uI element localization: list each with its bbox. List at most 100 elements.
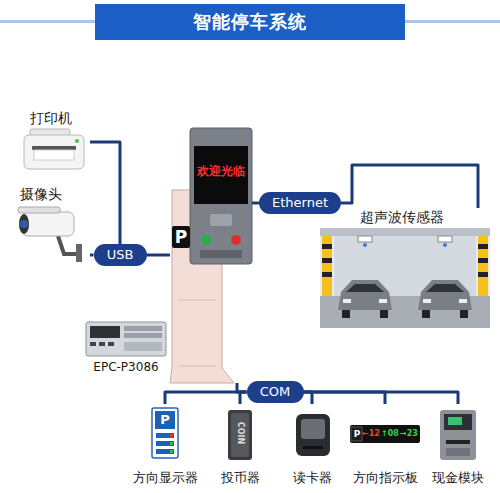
industrial-pc	[124, 333, 162, 338]
industrial-pc	[124, 326, 162, 331]
card-reader-icon	[303, 446, 323, 449]
garage-scene	[346, 284, 384, 292]
parking-kiosk	[210, 214, 232, 226]
connector	[304, 392, 313, 404]
cash-module-icon	[446, 448, 470, 456]
printer-icon	[24, 129, 84, 169]
node-label: EPC-P3086	[82, 360, 170, 374]
garage-scene	[418, 280, 472, 310]
coin-acceptor-icon	[228, 410, 252, 460]
connector	[90, 254, 94, 257]
device-node: 方向显示器 P	[131, 404, 199, 488]
node-label: 欢迎光临	[194, 164, 248, 178]
device-node: 方向指示板P←12↑08→23	[348, 404, 422, 488]
coin-acceptor-icon	[231, 413, 249, 457]
node-label: 超声波传感器	[360, 209, 452, 226]
interface-label: COM	[247, 381, 304, 403]
title-band	[95, 4, 405, 40]
direction-display-icon	[152, 408, 178, 458]
direction-display-icon	[156, 449, 174, 454]
garage-scene	[320, 228, 490, 328]
node-label: 投币器	[206, 470, 274, 486]
connector	[304, 392, 386, 404]
garage-scene	[478, 272, 488, 277]
connector	[304, 392, 459, 404]
direction-display-icon	[156, 441, 174, 446]
device-node: 读卡器	[278, 404, 346, 488]
direction-board-icon	[351, 427, 362, 441]
industrial-pc	[86, 322, 166, 356]
direction-display-icon	[156, 433, 174, 438]
cash-module-icon	[440, 410, 476, 460]
parking-kiosk	[190, 128, 252, 264]
parking-kiosk	[170, 128, 252, 383]
direction-display-icon	[170, 450, 173, 453]
garage-scene	[423, 299, 431, 303]
device-node: 投币器COIN	[206, 404, 274, 488]
garage-scene	[379, 299, 387, 303]
garage-scene	[422, 310, 430, 318]
garage-scene	[426, 284, 464, 292]
garage-scene	[322, 258, 332, 263]
parking-kiosk	[172, 226, 190, 248]
garage-scene	[459, 299, 467, 303]
industrial-pc	[90, 326, 120, 338]
garage-scene	[320, 296, 490, 328]
direction-display-icon	[170, 434, 173, 437]
coin-acceptor-icon	[228, 410, 252, 460]
industrial-pc	[99, 342, 105, 346]
camera-icon	[18, 207, 82, 262]
industrial-pc	[124, 342, 162, 351]
cash-module-icon	[446, 440, 470, 444]
direction-board-icon	[350, 425, 420, 443]
cash-module-icon	[444, 414, 472, 430]
industrial-pc	[86, 322, 166, 356]
camera-icon	[76, 244, 82, 262]
connector	[147, 254, 171, 257]
sign-text: ←12	[362, 428, 380, 440]
card-reader-icon	[296, 414, 330, 456]
garage-scene	[478, 236, 488, 296]
interface-label: Ethernet	[259, 192, 341, 214]
garage-scene	[338, 280, 392, 310]
connector	[90, 142, 120, 244]
sign-text: P	[155, 411, 175, 429]
printer-icon	[75, 139, 79, 143]
interface-pill: COM	[247, 381, 304, 403]
connector	[240, 392, 247, 404]
node-label: 方向显示器	[131, 470, 199, 486]
garage-scene	[358, 236, 372, 242]
card-reader-icon	[296, 414, 330, 456]
cash-module-icon	[440, 410, 476, 460]
node-label: 摄像头	[20, 186, 76, 203]
camera-icon	[22, 212, 74, 236]
camera-icon	[19, 214, 29, 234]
direction-display-icon	[152, 408, 178, 458]
node-label: 方向指示板	[348, 470, 422, 486]
garage-scene	[478, 244, 488, 249]
garage-scene	[438, 236, 452, 242]
parking-kiosk	[200, 250, 242, 258]
parking-kiosk	[231, 235, 241, 245]
parking-kiosk	[194, 146, 248, 204]
garage-scene	[322, 236, 332, 296]
sign-text: ↑08	[381, 428, 399, 440]
direction-display-icon	[170, 442, 173, 445]
connector	[341, 165, 478, 208]
garage-scene	[380, 310, 388, 318]
parking-kiosk	[178, 366, 216, 367]
camera-icon	[18, 207, 60, 213]
interface-label: USB	[94, 244, 147, 266]
garage-scene	[322, 244, 332, 249]
computer-node: EPC-P3086	[82, 318, 170, 378]
interface-pill: USB	[94, 244, 147, 266]
garage-scene	[342, 310, 350, 318]
connector	[165, 392, 247, 404]
sign-text: →23	[400, 428, 418, 440]
direction-board-icon	[350, 425, 420, 443]
card-reader-icon	[301, 419, 325, 439]
device-node: 现金模块	[424, 404, 492, 488]
